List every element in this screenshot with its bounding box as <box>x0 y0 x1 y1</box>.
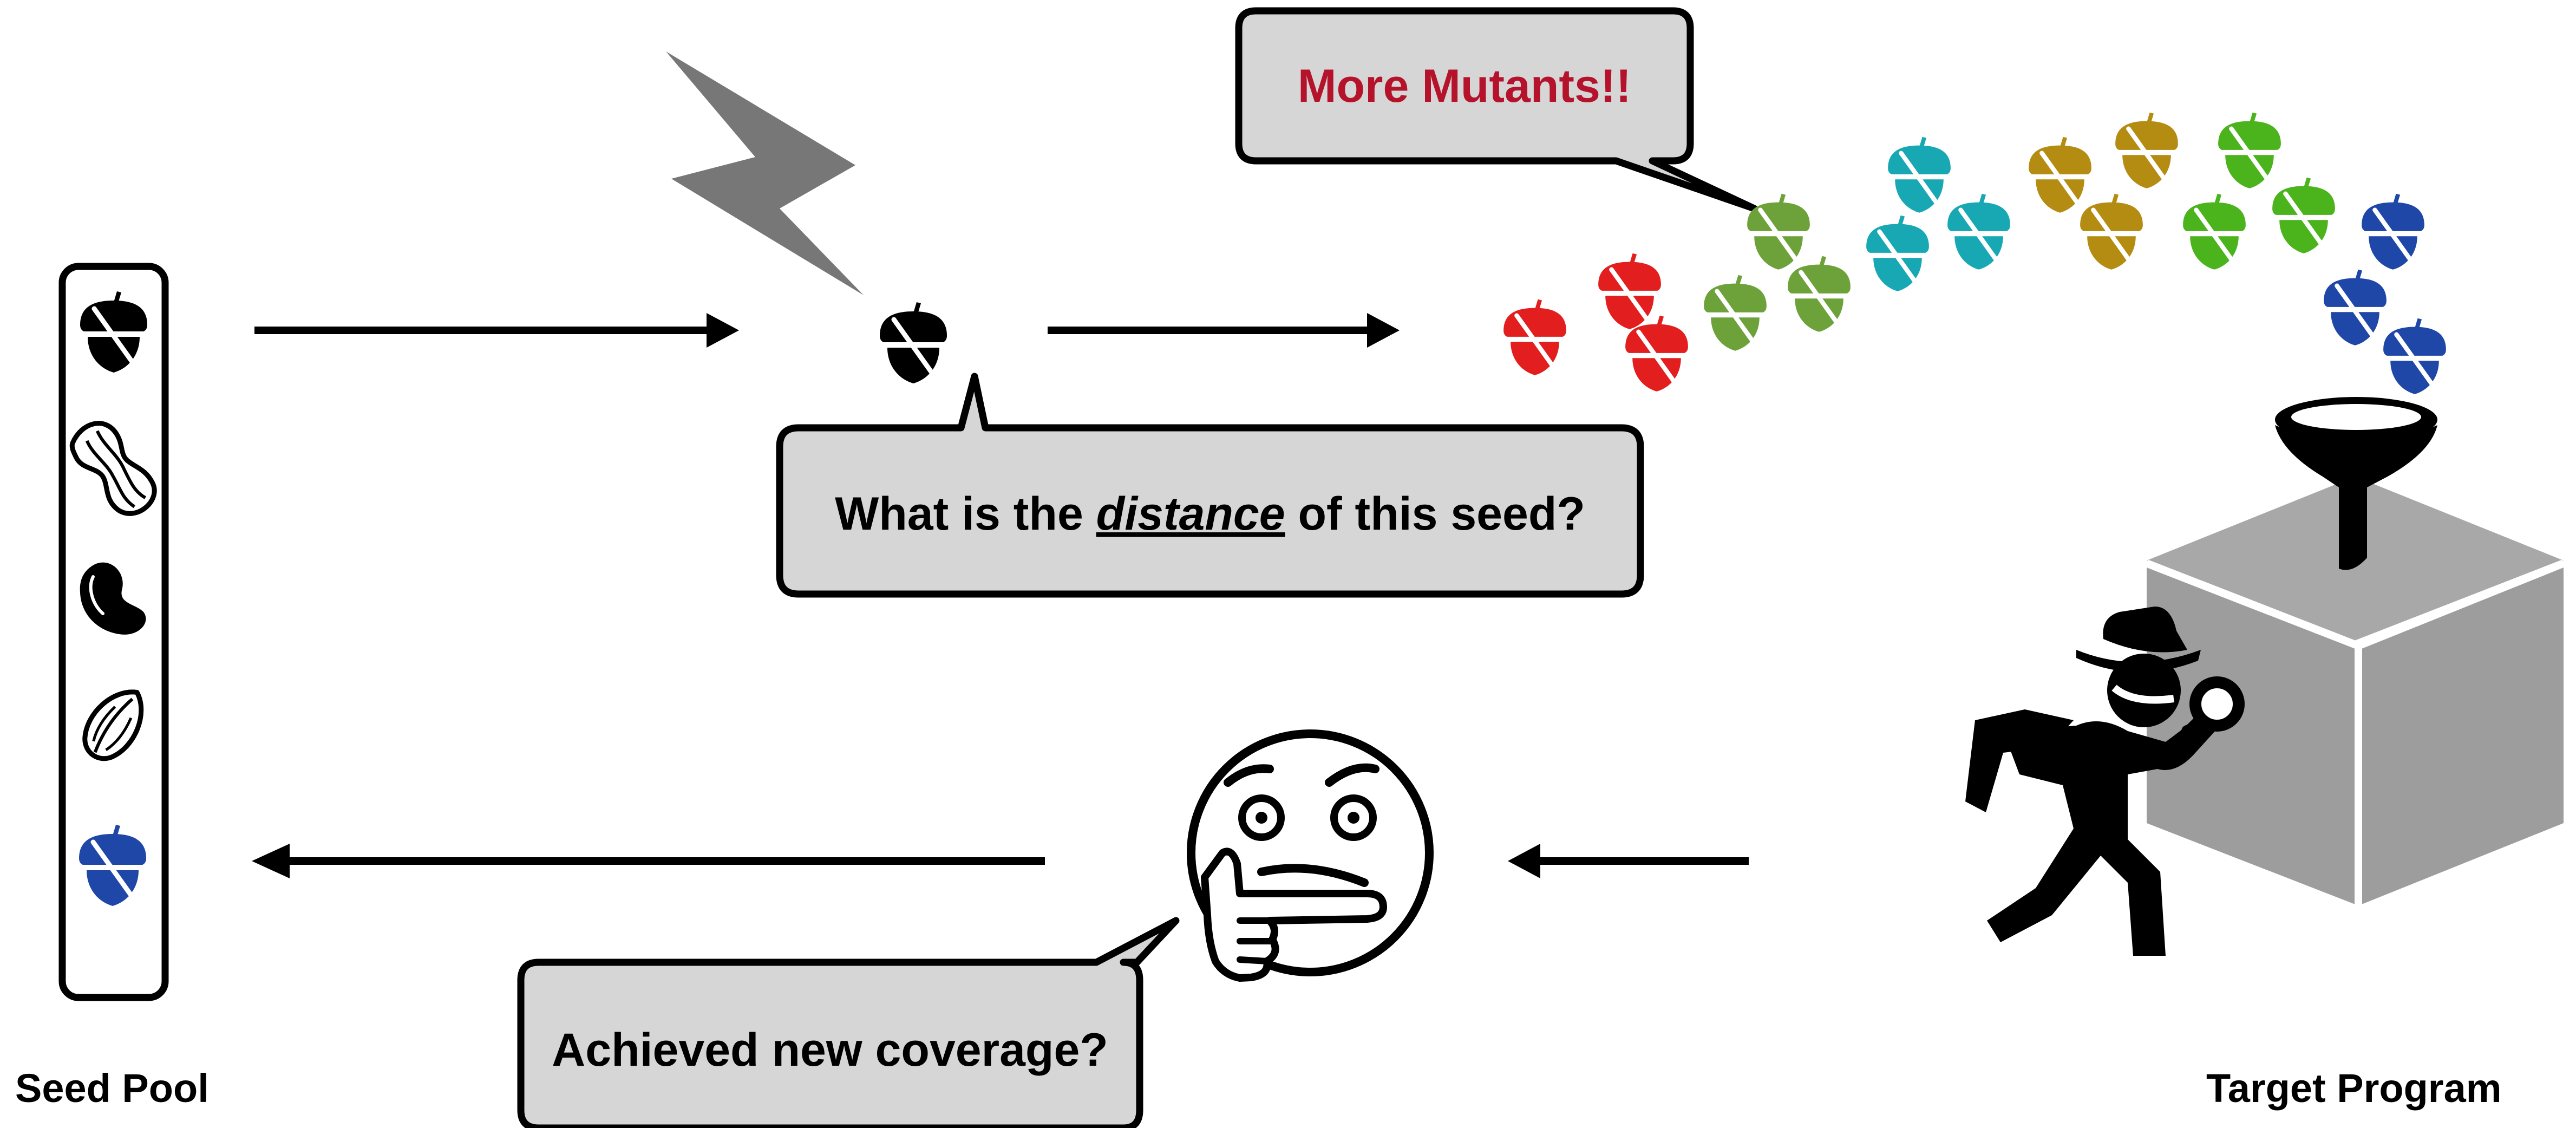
mutant-acorn-icon <box>2029 137 2091 213</box>
mutant-acorn-icon <box>1704 275 1767 351</box>
mutants-text: More Mutants!! <box>1298 60 1631 112</box>
selected-seed-acorn-icon <box>880 302 947 383</box>
funnel-icon <box>2275 397 2437 570</box>
distance-emphasis: distance <box>1096 488 1285 540</box>
mutant-acorn-icon <box>2080 194 2143 270</box>
distance-suffix: of this seed? <box>1285 488 1585 540</box>
coverage-bubble: Achieved new coverage? <box>517 917 1180 1128</box>
mutant-acorn-icon <box>2362 194 2424 270</box>
coverage-question: Achieved new coverage? <box>552 1024 1108 1076</box>
arrow-to-seed-pool <box>252 844 1045 878</box>
distance-question: What is the distance of this seed? <box>835 488 1585 540</box>
mutant-acorn-icon <box>1888 137 1951 213</box>
arrow-to-evaluator <box>1508 844 1749 878</box>
seed-pool <box>58 263 169 1001</box>
mutant-acorn-icon <box>1598 253 1661 329</box>
almond-icon <box>82 689 144 761</box>
mutant-acorn-icon <box>2383 318 2446 394</box>
detective-icon <box>1965 607 2245 956</box>
mutant-acorn-icon <box>1788 256 1851 332</box>
seed-pool-label: Seed Pool <box>15 1066 209 1111</box>
mutant-acorn-icon <box>2218 113 2281 188</box>
mutant-acorn-icon <box>2324 270 2387 345</box>
arrow-to-mutants <box>1048 313 1400 348</box>
mutant-acorn-icon <box>2272 178 2335 253</box>
thinking-face-icon <box>1187 729 1434 982</box>
distance-bubble: What is the distance of this seed? <box>776 373 1644 598</box>
peanut-icon <box>69 421 157 516</box>
arrow-to-selection <box>254 313 739 348</box>
target-program-label: Target Program <box>2206 1066 2502 1111</box>
mutants-bubble: More Mutants!! <box>1235 7 1758 212</box>
mutant-acorn-icon <box>2115 113 2178 188</box>
mutant-acorn-icon <box>1866 216 1929 291</box>
lightning-bolt-icon <box>666 51 864 295</box>
mutant-acorn-icon <box>2183 194 2246 270</box>
mutant-acorn-icon <box>1747 194 1810 270</box>
bean-icon <box>80 562 146 635</box>
mutant-acorn-icon <box>1503 299 1566 375</box>
distance-prefix: What is the <box>835 488 1096 540</box>
mutant-acorn-icon <box>1947 194 2010 270</box>
